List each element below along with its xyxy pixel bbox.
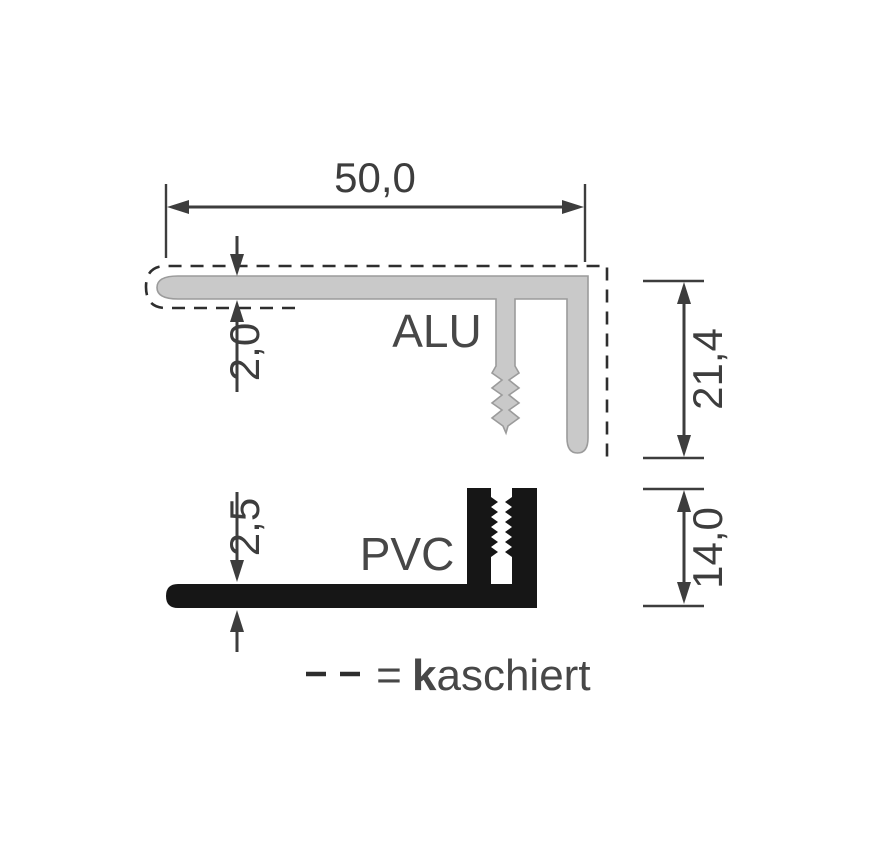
arrowhead-up-icon bbox=[230, 300, 244, 322]
pvc-thickness-dimension: 2,5 bbox=[221, 492, 268, 652]
alu-profile-shape bbox=[156, 275, 589, 454]
alu-height-dimension: 21,4 bbox=[643, 279, 731, 460]
arrowhead-left-icon bbox=[167, 200, 189, 214]
arrowhead-up-icon bbox=[677, 490, 691, 512]
alu-height-value: 21,4 bbox=[684, 328, 731, 410]
pvc-height-dimension: 14,0 bbox=[643, 487, 731, 608]
arrowhead-down-icon bbox=[230, 560, 244, 582]
alu-thickness-value: 2,0 bbox=[221, 323, 268, 381]
legend-term-initial: k bbox=[412, 651, 437, 700]
arrowhead-right-icon bbox=[562, 200, 584, 214]
legend: = kaschiert bbox=[306, 651, 591, 700]
alu-thickness-dimension: 2,0 bbox=[221, 236, 268, 392]
arrowhead-down-icon bbox=[230, 254, 244, 276]
legend-equals: = bbox=[376, 651, 402, 700]
kaschiert-dashed-outline bbox=[144, 264, 609, 463]
pvc-height-value: 14,0 bbox=[684, 507, 731, 589]
arrowhead-down-icon bbox=[677, 582, 691, 604]
pvc-profile-shape bbox=[166, 488, 537, 608]
arrowhead-up-icon bbox=[230, 610, 244, 632]
top-width-value: 50,0 bbox=[334, 154, 416, 201]
arrowhead-up-icon bbox=[677, 282, 691, 304]
legend-term: kaschiert bbox=[412, 651, 591, 700]
top-width-dimension: 50,0 bbox=[164, 154, 587, 262]
legend-term-rest: aschiert bbox=[436, 651, 590, 700]
pvc-thickness-value: 2,5 bbox=[221, 498, 268, 556]
alu-label: ALU bbox=[392, 305, 481, 357]
arrowhead-down-icon bbox=[677, 435, 691, 457]
pvc-label: PVC bbox=[360, 528, 455, 580]
